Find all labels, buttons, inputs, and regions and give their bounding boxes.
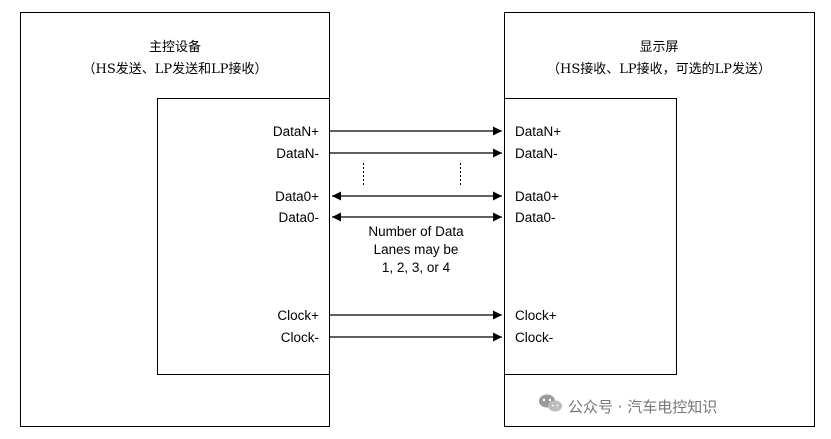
display-label-datan-plus: DataN+ xyxy=(515,124,561,139)
lane-count-note-line-1: Number of Data xyxy=(368,224,464,239)
host-label-clock-plus: Clock+ xyxy=(277,308,319,323)
lane-clock-plus: Clock+ Clock+ xyxy=(277,308,556,323)
host-label-data0-minus: Data0- xyxy=(278,210,319,225)
lane-datan-minus: DataN- DataN- xyxy=(276,146,558,161)
host-title: 主控设备 xyxy=(149,39,201,55)
display-inner-box xyxy=(504,98,677,375)
display-title: 显示屏 xyxy=(639,40,678,55)
host-label-data0-plus: Data0+ xyxy=(275,189,319,204)
host-subtitle: （HS发送、LP发送和LP接收） xyxy=(82,61,267,77)
host-inner-box xyxy=(157,98,330,375)
wechat-icon xyxy=(539,394,562,412)
lane-count-note-line-2: Lanes may be xyxy=(374,242,459,257)
display-label-clock-minus: Clock- xyxy=(515,330,553,345)
display-label-datan-minus: DataN- xyxy=(515,146,558,161)
display-label-clock-plus: Clock+ xyxy=(515,308,557,323)
display-label-data0-plus: Data0+ xyxy=(515,189,559,204)
watermark-text: 公众号 · 汽车电控知识 xyxy=(568,398,717,416)
display-subtitle: （HS接收、LP接收，可选的LP发送） xyxy=(547,61,771,77)
host-label-clock-minus: Clock- xyxy=(281,330,319,345)
watermark: 公众号 · 汽车电控知识 xyxy=(539,394,717,416)
lane-data0-plus: Data0+ Data0+ xyxy=(275,189,559,204)
host-label-datan-minus: DataN- xyxy=(276,146,319,161)
lane-datan-plus: DataN+ DataN+ xyxy=(273,124,561,139)
display-label-data0-minus: Data0- xyxy=(515,210,556,225)
lane-data0-minus: Data0- Data0- xyxy=(278,210,555,225)
host-label-datan-plus: DataN+ xyxy=(273,124,319,139)
lane-clock-minus: Clock- Clock- xyxy=(281,330,554,345)
lane-count-note-line-3: 1, 2, 3, or 4 xyxy=(382,260,451,275)
